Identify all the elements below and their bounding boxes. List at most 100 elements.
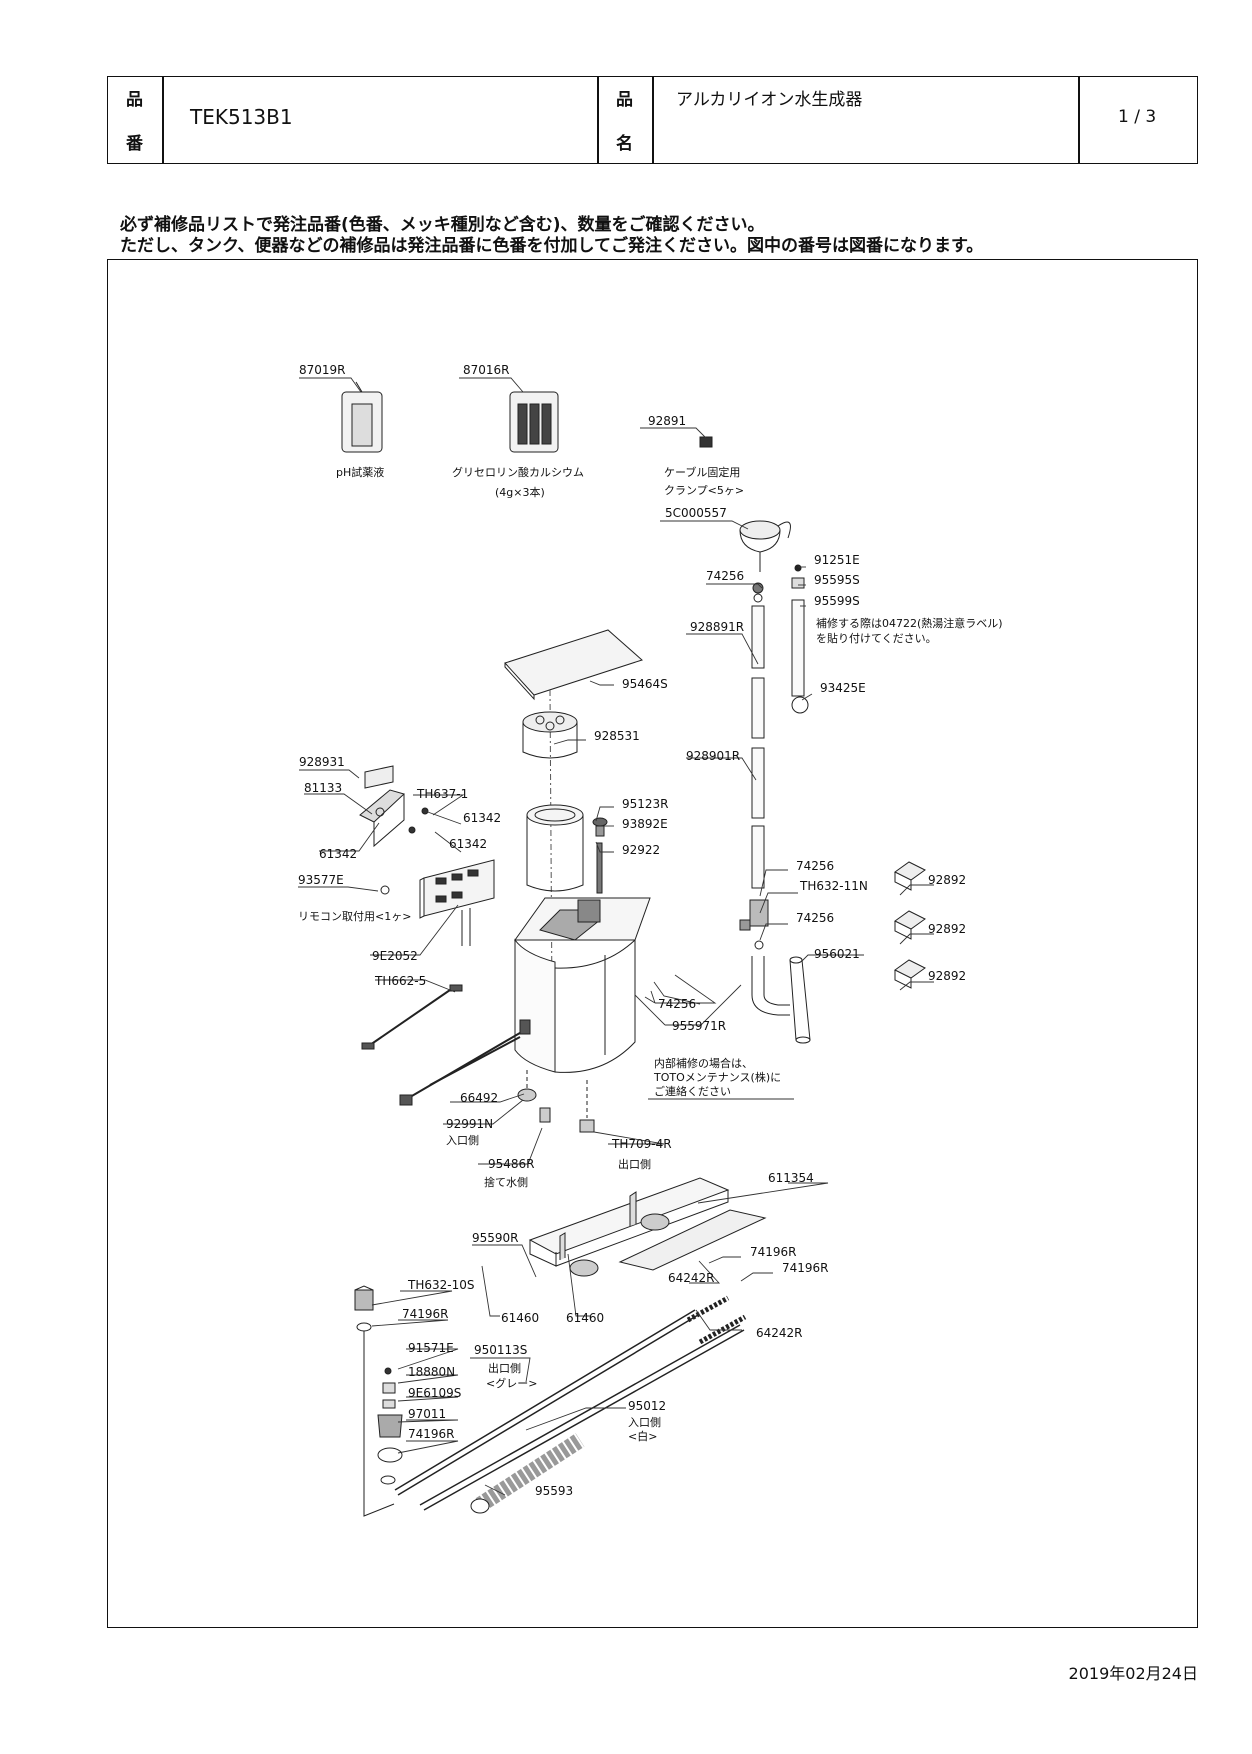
valve-assembly xyxy=(739,899,790,1016)
caption-ph-reagent: pH試薬液 xyxy=(336,465,384,479)
part-label: 93425E xyxy=(820,681,866,695)
cable-clamp-small xyxy=(699,436,713,448)
pipe-upper xyxy=(751,582,765,889)
part-label: TH632-10S xyxy=(407,1278,474,1292)
caption-maintenance-2: TOTOメンテナンス(株)に xyxy=(653,1070,781,1084)
part-label: 92922 xyxy=(622,843,660,857)
part-label: 61342 xyxy=(463,811,501,825)
part-label: 18880N xyxy=(408,1365,455,1379)
caption-calcium: グリセロリン酸カルシウム xyxy=(452,465,584,479)
calcium-pack xyxy=(509,391,559,453)
hose-956021 xyxy=(789,956,811,1044)
part-label: 74256 xyxy=(706,569,744,583)
part-label: 9E2052 xyxy=(372,949,418,963)
part-label: 9E6109S xyxy=(408,1386,461,1400)
cartridge-cap xyxy=(522,711,578,759)
part-label: 66492 xyxy=(460,1091,498,1105)
caption-clamp-qty: クランプ<5ヶ> xyxy=(664,484,744,497)
caption-remote-mount: リモコン取付用<1ヶ> xyxy=(298,910,411,923)
part-label: 92891 xyxy=(648,414,686,428)
part-label: 955971R xyxy=(672,1019,726,1033)
part-label: 95599S xyxy=(814,594,860,608)
faucet-head xyxy=(739,520,791,572)
ph-reagent-pack xyxy=(341,381,383,453)
part-label: 92892 xyxy=(928,969,966,983)
part-label: 95590R xyxy=(472,1231,519,1245)
part-label: 64242R xyxy=(668,1271,715,1285)
outlet-tube-grey xyxy=(394,1295,730,1496)
power-cables xyxy=(399,1019,531,1106)
divider xyxy=(652,77,654,163)
filter-cartridge xyxy=(526,804,584,892)
main-unit-body xyxy=(514,897,651,1073)
divider xyxy=(1078,77,1080,163)
part-label: 74196R xyxy=(408,1427,455,1441)
cable-clamps xyxy=(894,861,926,989)
inlet-tube-white xyxy=(419,1314,747,1511)
part-label: 74196R xyxy=(750,1245,797,1259)
part-no-label-bottom: 番 xyxy=(126,134,143,154)
part-label: 92991N xyxy=(446,1117,493,1131)
small-fitting xyxy=(592,817,608,894)
note-line-2: ただし、タンク、便器などの補修品は発注品番に色番を付加してご発注ください。図中の… xyxy=(120,236,984,256)
part-label: 95464S xyxy=(622,677,668,691)
product-name: アルカリイオン水生成器 xyxy=(676,90,863,110)
part-label: 91251E xyxy=(814,553,860,567)
page-number: 1 / 3 xyxy=(1118,107,1157,127)
part-label: 928931 xyxy=(299,755,345,769)
caption-inlet-side: 入口側 xyxy=(446,1134,479,1147)
caption-maintenance-3: ご連絡ください xyxy=(654,1084,731,1098)
outlet-fitting xyxy=(579,1080,595,1133)
part-label: 928891R xyxy=(690,620,744,634)
part-label: 93577E xyxy=(298,873,344,887)
part-label: 61460 xyxy=(501,1311,539,1325)
leader-lines xyxy=(298,377,934,1496)
caption-drain-side: 捨て水側 xyxy=(484,1175,528,1189)
part-label: 61342 xyxy=(319,847,357,861)
pipe-right xyxy=(791,564,809,714)
base-plate xyxy=(618,1209,767,1271)
part-label: 97011 xyxy=(408,1407,446,1421)
part-label: 928901R xyxy=(686,749,740,763)
part-label: 93892E xyxy=(622,817,668,831)
caption-outlet-side: 出口側 xyxy=(618,1157,651,1171)
part-label: 74256 xyxy=(658,997,696,1011)
caption-outlet-grey: 出口側 xyxy=(488,1361,521,1375)
part-label: 91571E xyxy=(408,1341,454,1355)
caption-label-note-2: を貼り付けてください。 xyxy=(816,631,937,645)
name-label-bottom: 名 xyxy=(616,134,633,154)
part-label: TH632-11N xyxy=(799,879,868,893)
part-label: 92892 xyxy=(928,873,966,887)
part-label: TH709-4R xyxy=(611,1137,672,1151)
caption-inlet-white-2: <白> xyxy=(628,1429,657,1443)
part-label: 61342 xyxy=(449,837,487,851)
part-no-label-top: 品 xyxy=(126,90,143,110)
part-label: TH637-1 xyxy=(416,787,468,801)
part-label: 95595S xyxy=(814,573,860,587)
part-label: 5C000557 xyxy=(665,506,727,520)
divider xyxy=(162,77,164,163)
label-sticker xyxy=(364,765,394,789)
valve-column xyxy=(354,1285,403,1517)
corrugated-hose xyxy=(470,1433,585,1514)
caption-calcium-qty: (4g×3本) xyxy=(495,485,545,499)
part-label: 95486R xyxy=(488,1157,535,1171)
remote-controller xyxy=(380,859,495,946)
part-label: 64242R xyxy=(756,1326,803,1340)
note-line-1: 必ず補修品リストで発注品番(色番、メッキ種別など含む)、数量をご確認ください。 xyxy=(120,215,765,235)
part-label: 92892 xyxy=(928,922,966,936)
part-label: 87016R xyxy=(463,363,510,377)
base-tray xyxy=(528,1177,730,1277)
part-label: 95593 xyxy=(535,1484,573,1498)
header-table: 品 番 TEK513B1 品 名 アルカリイオン水生成器 1 / 3 xyxy=(107,76,1198,164)
part-label: 95123R xyxy=(622,797,669,811)
issue-date: 2019年02月24日 xyxy=(1068,1664,1198,1683)
part-label: 74196R xyxy=(782,1261,829,1275)
inlet-fitting xyxy=(517,1070,537,1102)
part-label: 74256 xyxy=(796,911,834,925)
caption-outlet-grey-2: <グレー> xyxy=(486,1376,537,1390)
part-number: TEK513B1 xyxy=(190,105,293,129)
cable-th662 xyxy=(361,984,463,1050)
part-label: 61460 xyxy=(566,1311,604,1325)
